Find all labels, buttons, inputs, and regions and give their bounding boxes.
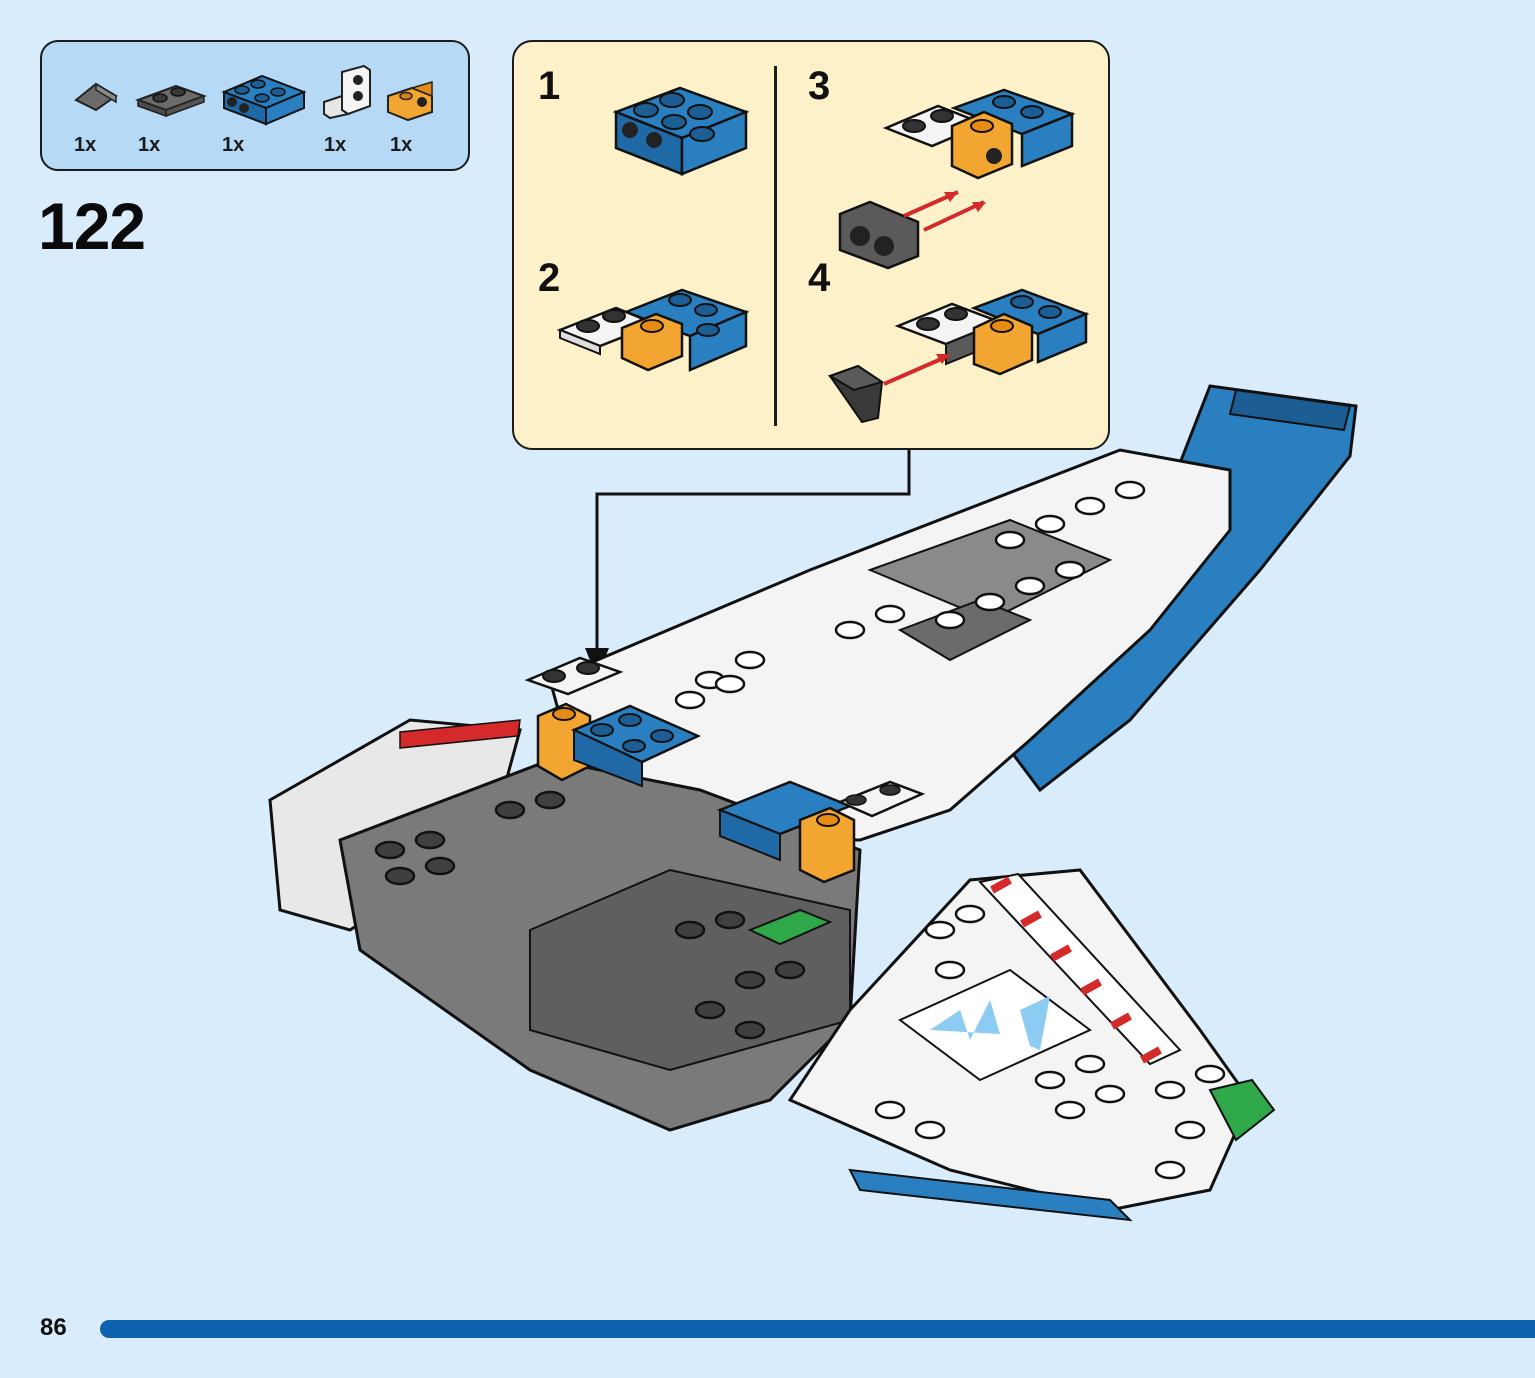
part-orange-bracket: 1x — [384, 62, 474, 167]
substep-number-4: 4 — [808, 256, 831, 300]
dark-grey-plate-icon — [135, 84, 207, 118]
part-dark-grey-slope: 1x — [70, 62, 160, 167]
spaceship-model-illustration — [268, 384, 1358, 1222]
white-bracket-icon — [323, 64, 371, 120]
page-number: 86 — [40, 1314, 67, 1341]
part-qty: 1x — [324, 134, 347, 156]
substep-1-illustration — [612, 86, 750, 176]
dark-grey-slope-icon — [74, 82, 118, 112]
parts-list-box: 1x 1x 1x — [40, 40, 470, 171]
part-qty: 1x — [390, 134, 413, 156]
part-qty: 1x — [222, 134, 245, 156]
substep-number-1: 1 — [538, 64, 561, 108]
callout-divider — [774, 66, 777, 426]
orange-bracket-icon — [387, 80, 433, 122]
part-qty: 1x — [74, 134, 97, 156]
substep-2-illustration — [556, 288, 750, 372]
step-number: 122 — [38, 189, 146, 263]
substep-number-3: 3 — [808, 64, 831, 108]
part-blue-brick: 1x — [218, 62, 308, 167]
part-white-bracket: 1x — [320, 62, 410, 167]
page-progress-bar — [100, 1320, 1535, 1338]
sub-assembly-callout: 1 3 2 4 — [512, 40, 1110, 450]
substep-4-illustration — [827, 288, 1090, 424]
blue-brick-icon — [221, 74, 307, 126]
substep-3-illustration — [838, 88, 1076, 270]
part-qty: 1x — [138, 134, 161, 156]
substep-number-2: 2 — [538, 256, 561, 300]
part-dark-grey-plate: 1x — [134, 62, 224, 167]
